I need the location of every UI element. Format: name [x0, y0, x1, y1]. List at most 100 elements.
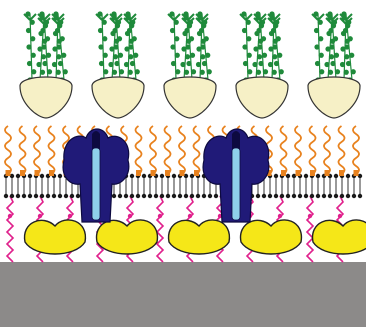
- glycan-sugar-bead: [171, 61, 176, 66]
- glycan-sugar-bead: [185, 44, 190, 49]
- glycan-sugar-bead: [98, 44, 103, 49]
- upper-lipid-head: [334, 174, 338, 178]
- glycan-sugar-bead: [258, 61, 263, 66]
- glycan-sugar-bead: [117, 36, 122, 41]
- cushion-blob: [25, 220, 86, 254]
- lower-lipid-head: [328, 194, 332, 198]
- tether-node: [278, 214, 282, 218]
- upper-lipid-head: [160, 174, 164, 178]
- upper-lipid-head: [40, 174, 44, 178]
- lower-lipid-head: [316, 194, 320, 198]
- glycan-sugar-bead: [60, 36, 65, 41]
- glycan-sugar-bead: [263, 69, 268, 74]
- lower-lipid-head: [214, 194, 218, 198]
- glycan-sugar-bead: [256, 28, 261, 33]
- upper-lipid-head: [142, 174, 146, 178]
- glycan-sugar-bead: [108, 62, 113, 67]
- glycan-sugar-bead: [324, 62, 329, 67]
- glycolipid-anchor: [49, 170, 54, 176]
- glycan-sugar-bead: [190, 53, 195, 58]
- glycan-sugar-bead: [184, 28, 189, 33]
- glycan-sugar-bead: [174, 36, 179, 41]
- glycan-sugar-bead: [41, 44, 46, 49]
- glycan-sugar-bead: [130, 61, 135, 66]
- lower-lipid-head: [40, 194, 44, 198]
- glycan-sugar-bead: [242, 28, 247, 33]
- lower-lipid-head: [184, 194, 188, 198]
- glycolipid-anchor: [165, 170, 170, 176]
- glycan-sugar-bead: [277, 53, 282, 58]
- cushion-blob: [313, 220, 366, 254]
- glycan-sugar-bead: [30, 36, 35, 41]
- glycan-sugar-bead: [274, 61, 279, 66]
- glycan-sugar-bead: [334, 53, 339, 58]
- upper-lipid-head: [172, 174, 176, 178]
- glycan-sugar-bead: [124, 62, 129, 67]
- lower-lipid-head: [64, 194, 68, 198]
- glycan-sugar-bead: [118, 53, 123, 58]
- lower-lipid-head: [352, 194, 356, 198]
- glycan-sugar-bead: [40, 70, 45, 75]
- glycan-sugar-bead: [174, 20, 179, 25]
- lower-lipid-head: [274, 194, 278, 198]
- glycan-sugar-bead: [112, 28, 117, 33]
- glycan-sugar-bead: [348, 36, 353, 41]
- lower-lipid-head: [262, 194, 266, 198]
- glycan-sugar-bead: [47, 69, 52, 74]
- glycan-sugar-bead: [184, 70, 189, 75]
- glycan-sugar-bead: [196, 62, 201, 67]
- upper-lipid-head: [190, 174, 194, 178]
- glycan-sugar-bead: [314, 28, 319, 33]
- lower-lipid-head: [346, 194, 350, 198]
- lower-lipid-head: [178, 194, 182, 198]
- glycan-sugar-bead: [344, 44, 349, 49]
- glycan-sugar-bead: [112, 70, 117, 75]
- upper-lipid-head: [28, 174, 32, 178]
- glycan-sugar-bead: [204, 36, 209, 41]
- glycan-sugar-bead: [170, 44, 175, 49]
- lower-lipid-head: [130, 194, 134, 198]
- upper-lipid-head: [304, 174, 308, 178]
- tether-node: [68, 214, 72, 218]
- glycan-sugar-bead: [128, 70, 133, 75]
- glycan-sugar-bead: [199, 28, 204, 33]
- glycan-sugar-bead: [344, 70, 349, 75]
- lower-lipid-head: [172, 194, 176, 198]
- cushion-blob: [241, 220, 302, 254]
- glycan-sugar-bead: [113, 44, 118, 49]
- glycan-sugar-bead: [330, 61, 335, 66]
- glycan-sugar-bead: [314, 44, 319, 49]
- cushion-blob: [169, 220, 230, 254]
- substrate-block: [0, 262, 366, 327]
- lower-lipid-head: [322, 194, 326, 198]
- tether-node: [128, 214, 132, 218]
- lower-lipid-head: [46, 194, 50, 198]
- glycan-sugar-bead: [272, 70, 277, 75]
- glycan-sugar-bead: [63, 69, 68, 74]
- lower-lipid-head: [52, 194, 56, 198]
- lower-lipid-head: [142, 194, 146, 198]
- glycan-sugar-bead: [103, 53, 108, 58]
- glycan-sugar-bead: [272, 44, 277, 49]
- glycan-sugar-bead: [175, 53, 180, 58]
- glycolipid-anchor: [35, 170, 40, 176]
- lower-lipid-head: [292, 194, 296, 198]
- glycan-sugar-bead: [207, 69, 212, 74]
- glycan-sugar-bead: [41, 54, 46, 59]
- glycan-sugar-bead: [170, 28, 175, 33]
- glycan-sugar-bead: [26, 28, 31, 33]
- glycolipid-anchor: [325, 170, 330, 176]
- glycan-sugar-bead: [135, 69, 140, 74]
- lower-lipid-head: [310, 194, 314, 198]
- glycolipid-anchor: [151, 170, 156, 176]
- lower-lipid-head: [70, 194, 74, 198]
- lower-lipid-head: [190, 194, 194, 198]
- glycan-sugar-bead: [55, 28, 60, 33]
- glycan-sugar-bead: [246, 36, 251, 41]
- glycan-sugar-bead: [242, 44, 247, 49]
- glycan-sugar-bead: [26, 44, 31, 49]
- lower-lipid-head: [298, 194, 302, 198]
- glycan-sugar-bead: [319, 69, 324, 74]
- glycolipid-anchor: [20, 170, 25, 176]
- lower-lipid-head: [76, 194, 80, 198]
